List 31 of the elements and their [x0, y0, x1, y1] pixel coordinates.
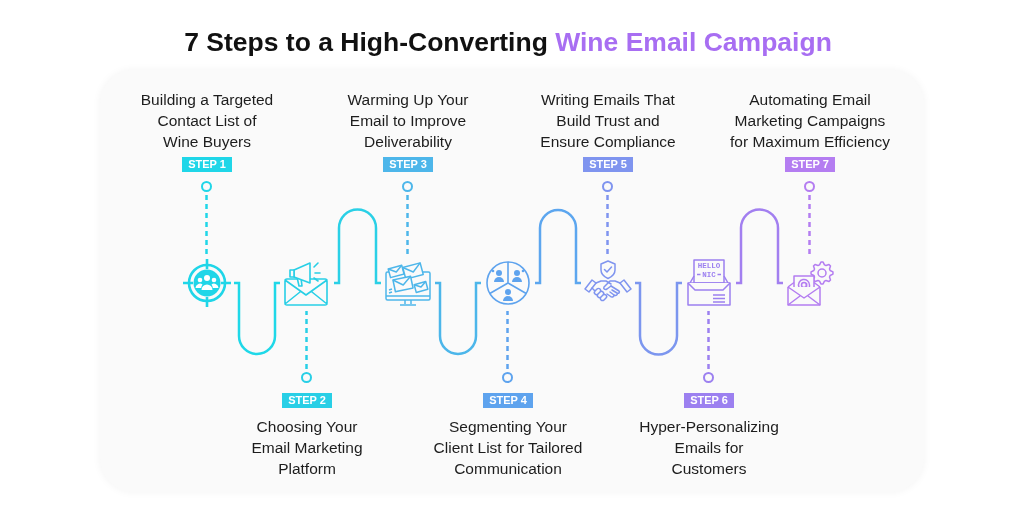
dashed-connector [506, 311, 509, 371]
ring-marker [402, 181, 413, 192]
ring-marker [301, 372, 312, 383]
ring-marker [602, 181, 613, 192]
dashed-connector [707, 311, 710, 371]
wave-connector [234, 281, 280, 356]
step-badge: STEP 1 [182, 157, 232, 172]
step-title: Segmenting Your Client List for Tailored Communication [432, 417, 584, 479]
step-badge: STEP 2 [282, 393, 332, 408]
step-badge: STEP 7 [785, 157, 835, 172]
ring-marker [703, 372, 714, 383]
title: 7 Steps to a High-Converting Wine Email Campaign [184, 26, 832, 58]
dashed-connector [305, 311, 308, 371]
wave-connector [334, 208, 381, 285]
step-title: Automating Email Marketing Campaigns for Maximum Efficiency [729, 90, 891, 152]
step-badge: STEP 3 [383, 157, 433, 172]
step-title: Hyper-Personalizing Emails for Customers [638, 417, 780, 479]
step-title: Building a Targeted Contact List of Wine Buyers [139, 90, 275, 152]
step-title: Choosing Your Email Marketing Platform [250, 417, 364, 479]
ring-marker [201, 181, 212, 192]
step-title: Warming Up Your Email to Improve Deliverability [346, 90, 470, 152]
dashed-connector [205, 193, 208, 255]
step-title: Writing Emails That Build Trust and Ensure Compliance [539, 90, 677, 152]
dashed-connector [808, 193, 811, 255]
step-badge: STEP 6 [684, 393, 734, 408]
step-badge: STEP 5 [583, 157, 633, 172]
dashed-connector [606, 193, 609, 255]
ring-marker [502, 372, 513, 383]
step-badge: STEP 4 [483, 393, 533, 408]
ring-marker [804, 181, 815, 192]
dashed-connector [406, 193, 409, 255]
